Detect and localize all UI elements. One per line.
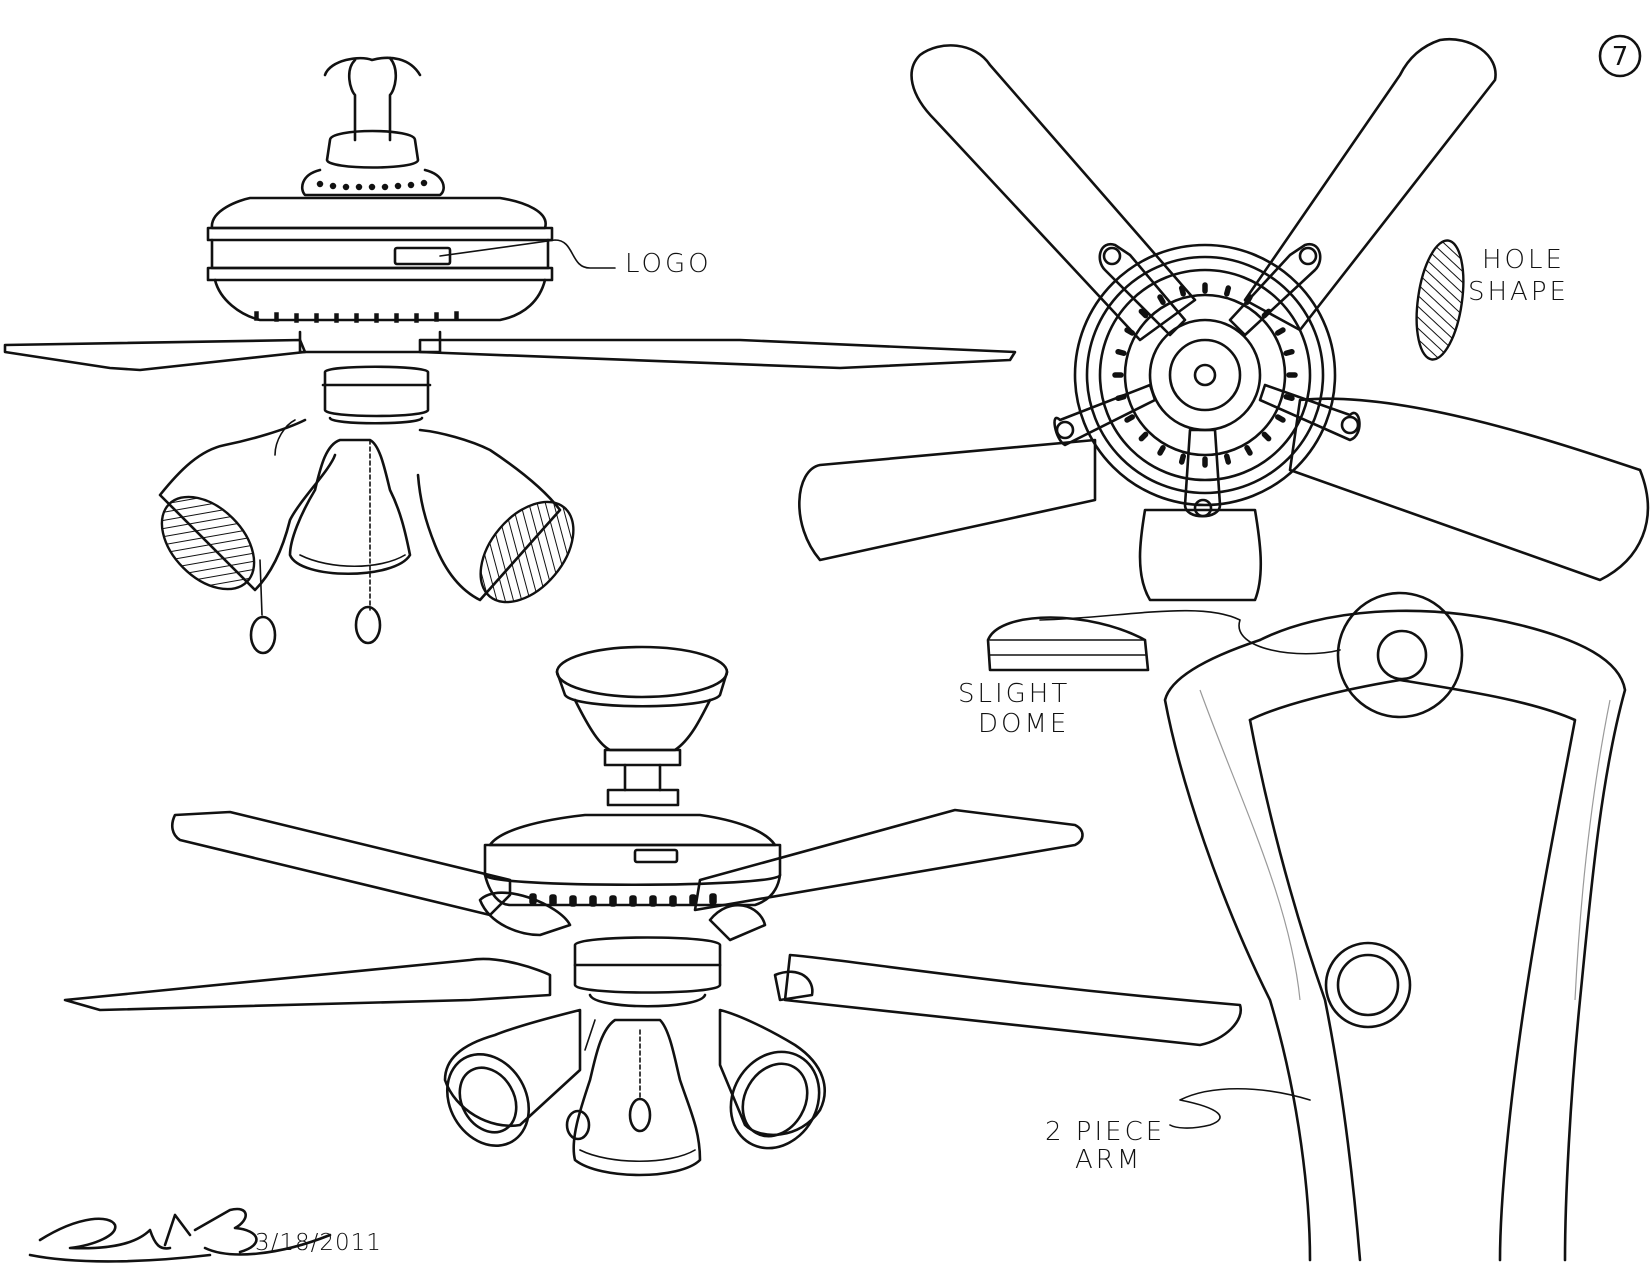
hole-shape-label-line2: SHAPE bbox=[1468, 277, 1569, 307]
fan-perspective-view bbox=[63, 645, 1243, 1177]
blade-top-left bbox=[910, 44, 1197, 342]
hub-vent-ring bbox=[1112, 282, 1298, 468]
motor-bottom-vents bbox=[254, 311, 459, 323]
pull-chain-fob bbox=[249, 615, 277, 655]
fan-bottom-view bbox=[798, 37, 1650, 602]
logo-callout: LOGO bbox=[439, 239, 712, 279]
hole-shape-label-line1: HOLE bbox=[1482, 245, 1565, 275]
slight-dome-label-line1: SLIGHT bbox=[958, 679, 1070, 709]
blade-back-left bbox=[170, 810, 512, 917]
arm-mount-disc bbox=[1336, 591, 1464, 719]
blade-front-left bbox=[63, 957, 552, 1012]
artist-signature bbox=[28, 1207, 332, 1263]
blade-left bbox=[3, 338, 307, 372]
hole-shape-diagram bbox=[1415, 239, 1465, 361]
sketch-date: 3/18/2011 bbox=[255, 1230, 382, 1256]
pull-chain-fob bbox=[354, 605, 382, 645]
light-cups-side bbox=[158, 418, 575, 604]
logo-label: LOGO bbox=[625, 249, 712, 279]
blade-right bbox=[418, 338, 1017, 370]
slight-dome-callout: SLIGHT DOME bbox=[958, 609, 1341, 739]
light-cups-perspective bbox=[443, 1008, 826, 1177]
canopy-vent-dots bbox=[316, 179, 428, 191]
blade-front-right bbox=[783, 953, 1243, 1047]
slight-dome-label-line2: DOME bbox=[978, 709, 1069, 739]
two-piece-arm-label-line1: 2 PIECE bbox=[1045, 1117, 1165, 1147]
two-piece-arm-label-line2: ARM bbox=[1075, 1145, 1142, 1175]
hole-shape-callout: HOLE SHAPE bbox=[1415, 239, 1569, 361]
blade-arms bbox=[1053, 242, 1361, 518]
blade-right bbox=[1288, 397, 1650, 582]
blade-bottom bbox=[1138, 508, 1263, 602]
arm-grommet bbox=[1324, 941, 1412, 1029]
blade-top-right bbox=[1243, 37, 1497, 332]
logo-plate bbox=[633, 848, 679, 864]
two-piece-arm-callout: 2 PIECE ARM bbox=[1045, 1087, 1311, 1175]
blade-arm-detail bbox=[1163, 591, 1627, 1262]
pull-chain-fob bbox=[565, 1109, 591, 1141]
logo-plate bbox=[393, 246, 452, 266]
motor-vents bbox=[529, 893, 717, 907]
page-number-badge: 7 bbox=[1598, 34, 1642, 78]
fan-side-view-top bbox=[3, 56, 1017, 655]
blade-back-right bbox=[693, 808, 1084, 912]
blade-left bbox=[798, 438, 1097, 562]
page-number: 7 bbox=[1612, 42, 1629, 72]
pull-chain-fob bbox=[628, 1097, 652, 1133]
